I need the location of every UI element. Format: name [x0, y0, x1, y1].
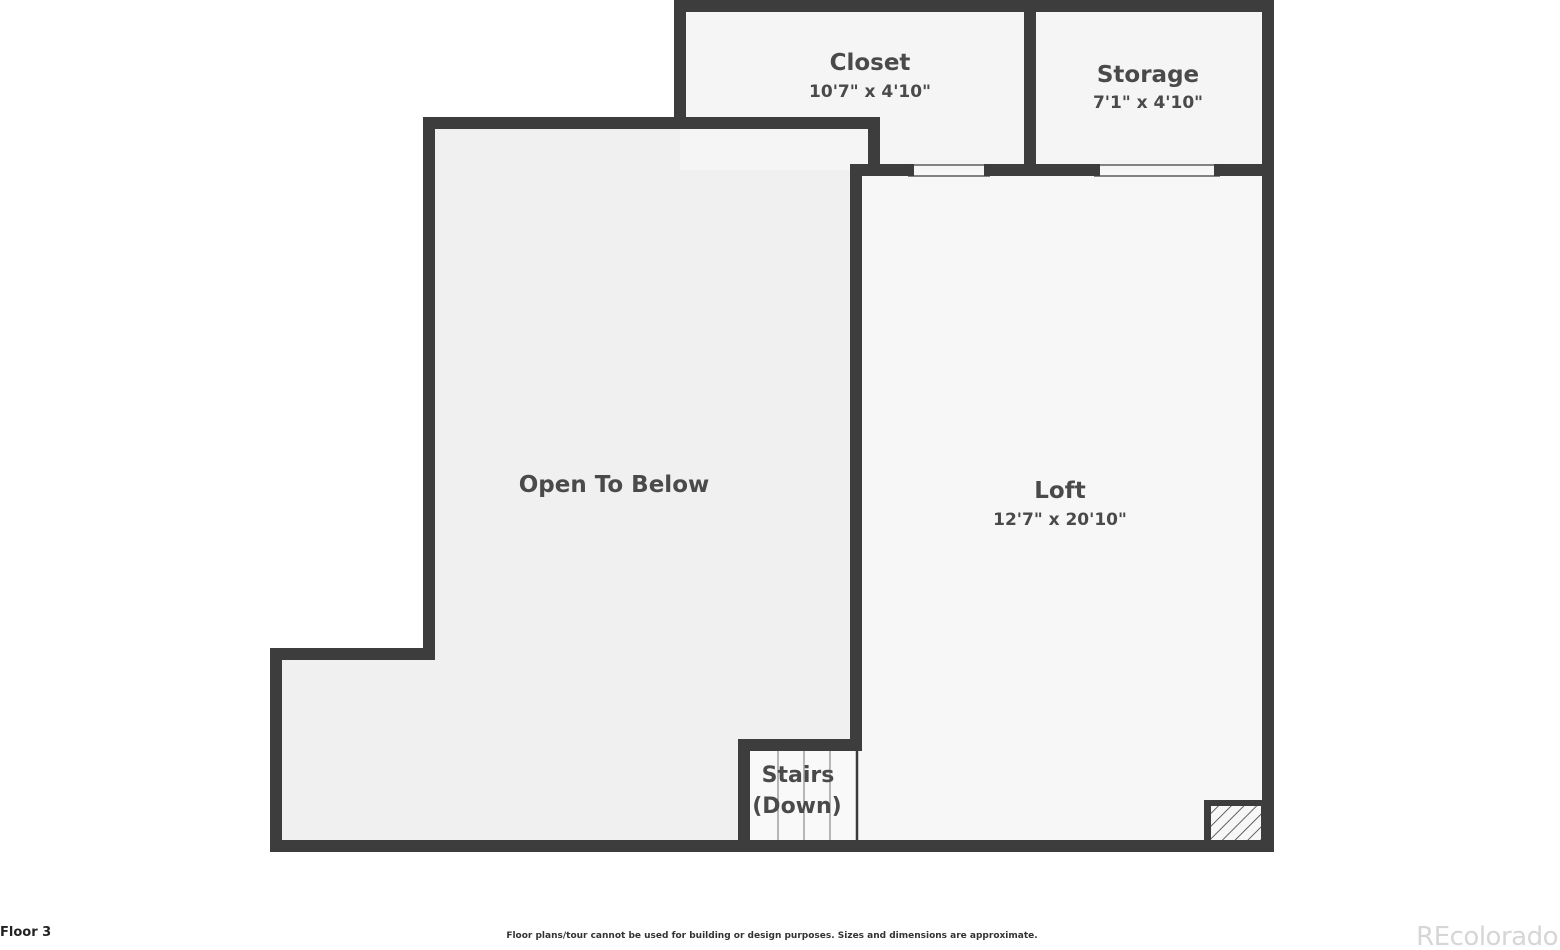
floor-label: Floor 3 [0, 925, 52, 940]
walls [270, 0, 1274, 852]
stairs-floor [744, 745, 856, 846]
loft-floor [856, 170, 1268, 846]
loft-dimensions: 12'7" x 20'10" [993, 510, 1127, 530]
loft-name: Loft [1034, 478, 1085, 504]
closet-floor [680, 6, 1030, 170]
disclaimer-text: Floor plans/tour cannot be used for buil… [506, 931, 1038, 941]
stair-treads [777, 750, 831, 842]
storage-floor [1030, 6, 1268, 170]
watermark-logo: REcolorado [1416, 922, 1558, 950]
open-to-below-floor [276, 123, 874, 846]
closet-name: Closet [830, 50, 911, 76]
stairs-name: Stairs [762, 763, 835, 788]
chase-hatch [1211, 806, 1261, 840]
open-to-below-name: Open To Below [519, 472, 710, 498]
storage-dimensions: 7'1" x 4'10" [1093, 93, 1203, 113]
closet-dimensions: 10'7" x 4'10" [809, 82, 931, 102]
door-openings [908, 164, 1220, 177]
stairs-direction: (Down) [752, 794, 841, 819]
storage-name: Storage [1097, 62, 1199, 88]
